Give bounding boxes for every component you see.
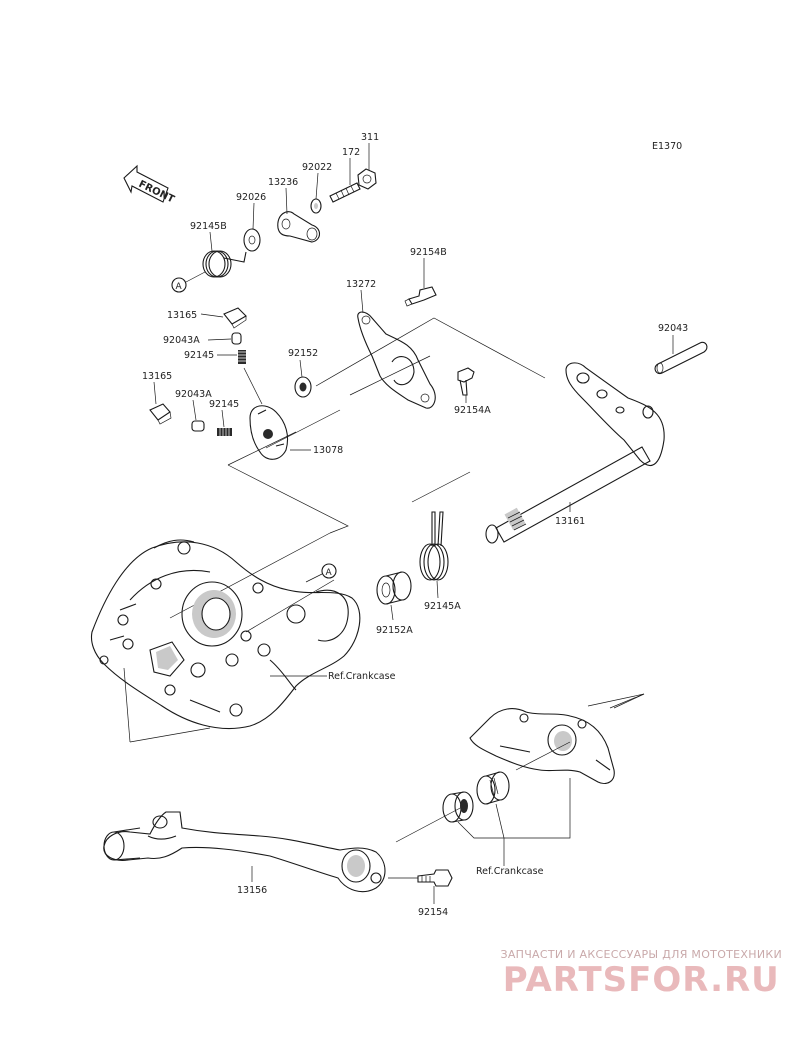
leader-ref-crankcase-2 (457, 778, 571, 839)
leader-13236 (285, 187, 288, 215)
part-92145A-spring (419, 511, 449, 581)
part-92152-washer (294, 376, 312, 398)
label-92043: 92043 (658, 323, 688, 334)
watermark-tagline: ЗАПЧАСТИ И АКСЕССУАРЫ ДЛЯ МОТОТЕХНИКИ (500, 948, 782, 961)
leader-92145B (209, 231, 213, 252)
part-13156-shift-pedal (103, 811, 386, 893)
label-92145B: 92145B (190, 221, 227, 232)
label-ref-crankcase-1: Ref.Crankcase (328, 671, 396, 682)
label-13236: 13236 (268, 177, 298, 188)
crankcase-section-lines-lower (395, 693, 645, 843)
leader-92145b (221, 409, 225, 428)
label-92043Aa: 92043A (163, 335, 200, 346)
label-92145b: 92145 (209, 399, 239, 410)
part-13165-lower (149, 403, 172, 425)
part-92043-pin (654, 341, 708, 375)
callout-a-upper: A (171, 271, 206, 293)
label-92022: 92022 (302, 162, 332, 173)
leader-92145A (436, 580, 439, 599)
callout-a-lower-text: A (326, 568, 333, 578)
label-13156: 13156 (237, 885, 267, 896)
part-92145-lower-spring (217, 428, 232, 436)
part-13236-plate (277, 211, 321, 243)
label-92026: 92026 (236, 192, 266, 203)
label-13078: 13078 (313, 445, 343, 456)
part-13165-upper (223, 307, 247, 329)
label-13272: 13272 (346, 279, 376, 290)
label-92152A: 92152A (376, 625, 413, 636)
crankcase-section-lines-upper (123, 667, 211, 743)
leader-13165b (153, 381, 157, 405)
leader-92043Ab (192, 399, 197, 421)
crankcase-lower (469, 708, 615, 785)
label-172: 172 (342, 147, 360, 158)
part-92043A-lower-pin (191, 420, 205, 432)
callout-a-upper-text: A (176, 282, 183, 292)
part-92145B-spring (202, 250, 247, 278)
part-172-bolt (329, 182, 361, 203)
watermark-logo: PARTSFOR.RU (502, 960, 780, 1000)
label-92154: 92154 (418, 907, 448, 918)
part-bearing (476, 771, 510, 805)
part-92043A-upper-pin (231, 332, 242, 345)
part-oil-seal (442, 791, 474, 823)
leader-92026 (252, 202, 255, 230)
part-92154-bolt (417, 869, 453, 887)
part-92154A-bolt (457, 367, 475, 396)
leader-92152 (299, 359, 303, 378)
label-92145A: 92145A (424, 601, 461, 612)
label-13161: 13161 (555, 516, 585, 527)
leader-92022 (315, 172, 319, 200)
label-92152: 92152 (288, 348, 318, 359)
front-arrow-icon: FRONT (123, 164, 176, 206)
part-92145-upper-spring (238, 350, 246, 364)
part-13078-pawl (249, 405, 289, 460)
front-label: FRONT (137, 179, 176, 206)
label-ref-crankcase-2: Ref.Crankcase (476, 866, 544, 877)
part-13272-guide-plate (357, 311, 436, 409)
label-13165a: 13165 (167, 310, 197, 321)
part-92152A-collar (376, 571, 412, 605)
part-13161-shift-shaft (485, 362, 665, 544)
label-92145a: 92145 (184, 350, 214, 361)
label-92154B: 92154B (410, 247, 447, 258)
watermark: ЗАПЧАСТИ И АКСЕССУАРЫ ДЛЯ МОТОТЕХНИКИ PA… (500, 948, 782, 999)
diagram-code: E1370 (652, 141, 682, 152)
label-13165b: 13165 (142, 371, 172, 382)
leader-92152A (390, 604, 394, 621)
part-92026-washer (243, 228, 261, 252)
assembly-guide-lines-upper (169, 317, 546, 633)
leader-13272 (360, 289, 364, 314)
label-311: 311 (361, 132, 379, 143)
label-92154A: 92154A (454, 405, 491, 416)
leader-92043Aa (207, 338, 232, 341)
callout-a-lower: A (305, 563, 337, 583)
crankcase-upper (90, 539, 361, 730)
label-92043Ab: 92043A (175, 389, 212, 400)
leader-13165a (200, 313, 224, 318)
part-92022-washer (310, 198, 322, 214)
part-311-nut (357, 168, 377, 190)
part-92154B-bolt (404, 286, 437, 307)
